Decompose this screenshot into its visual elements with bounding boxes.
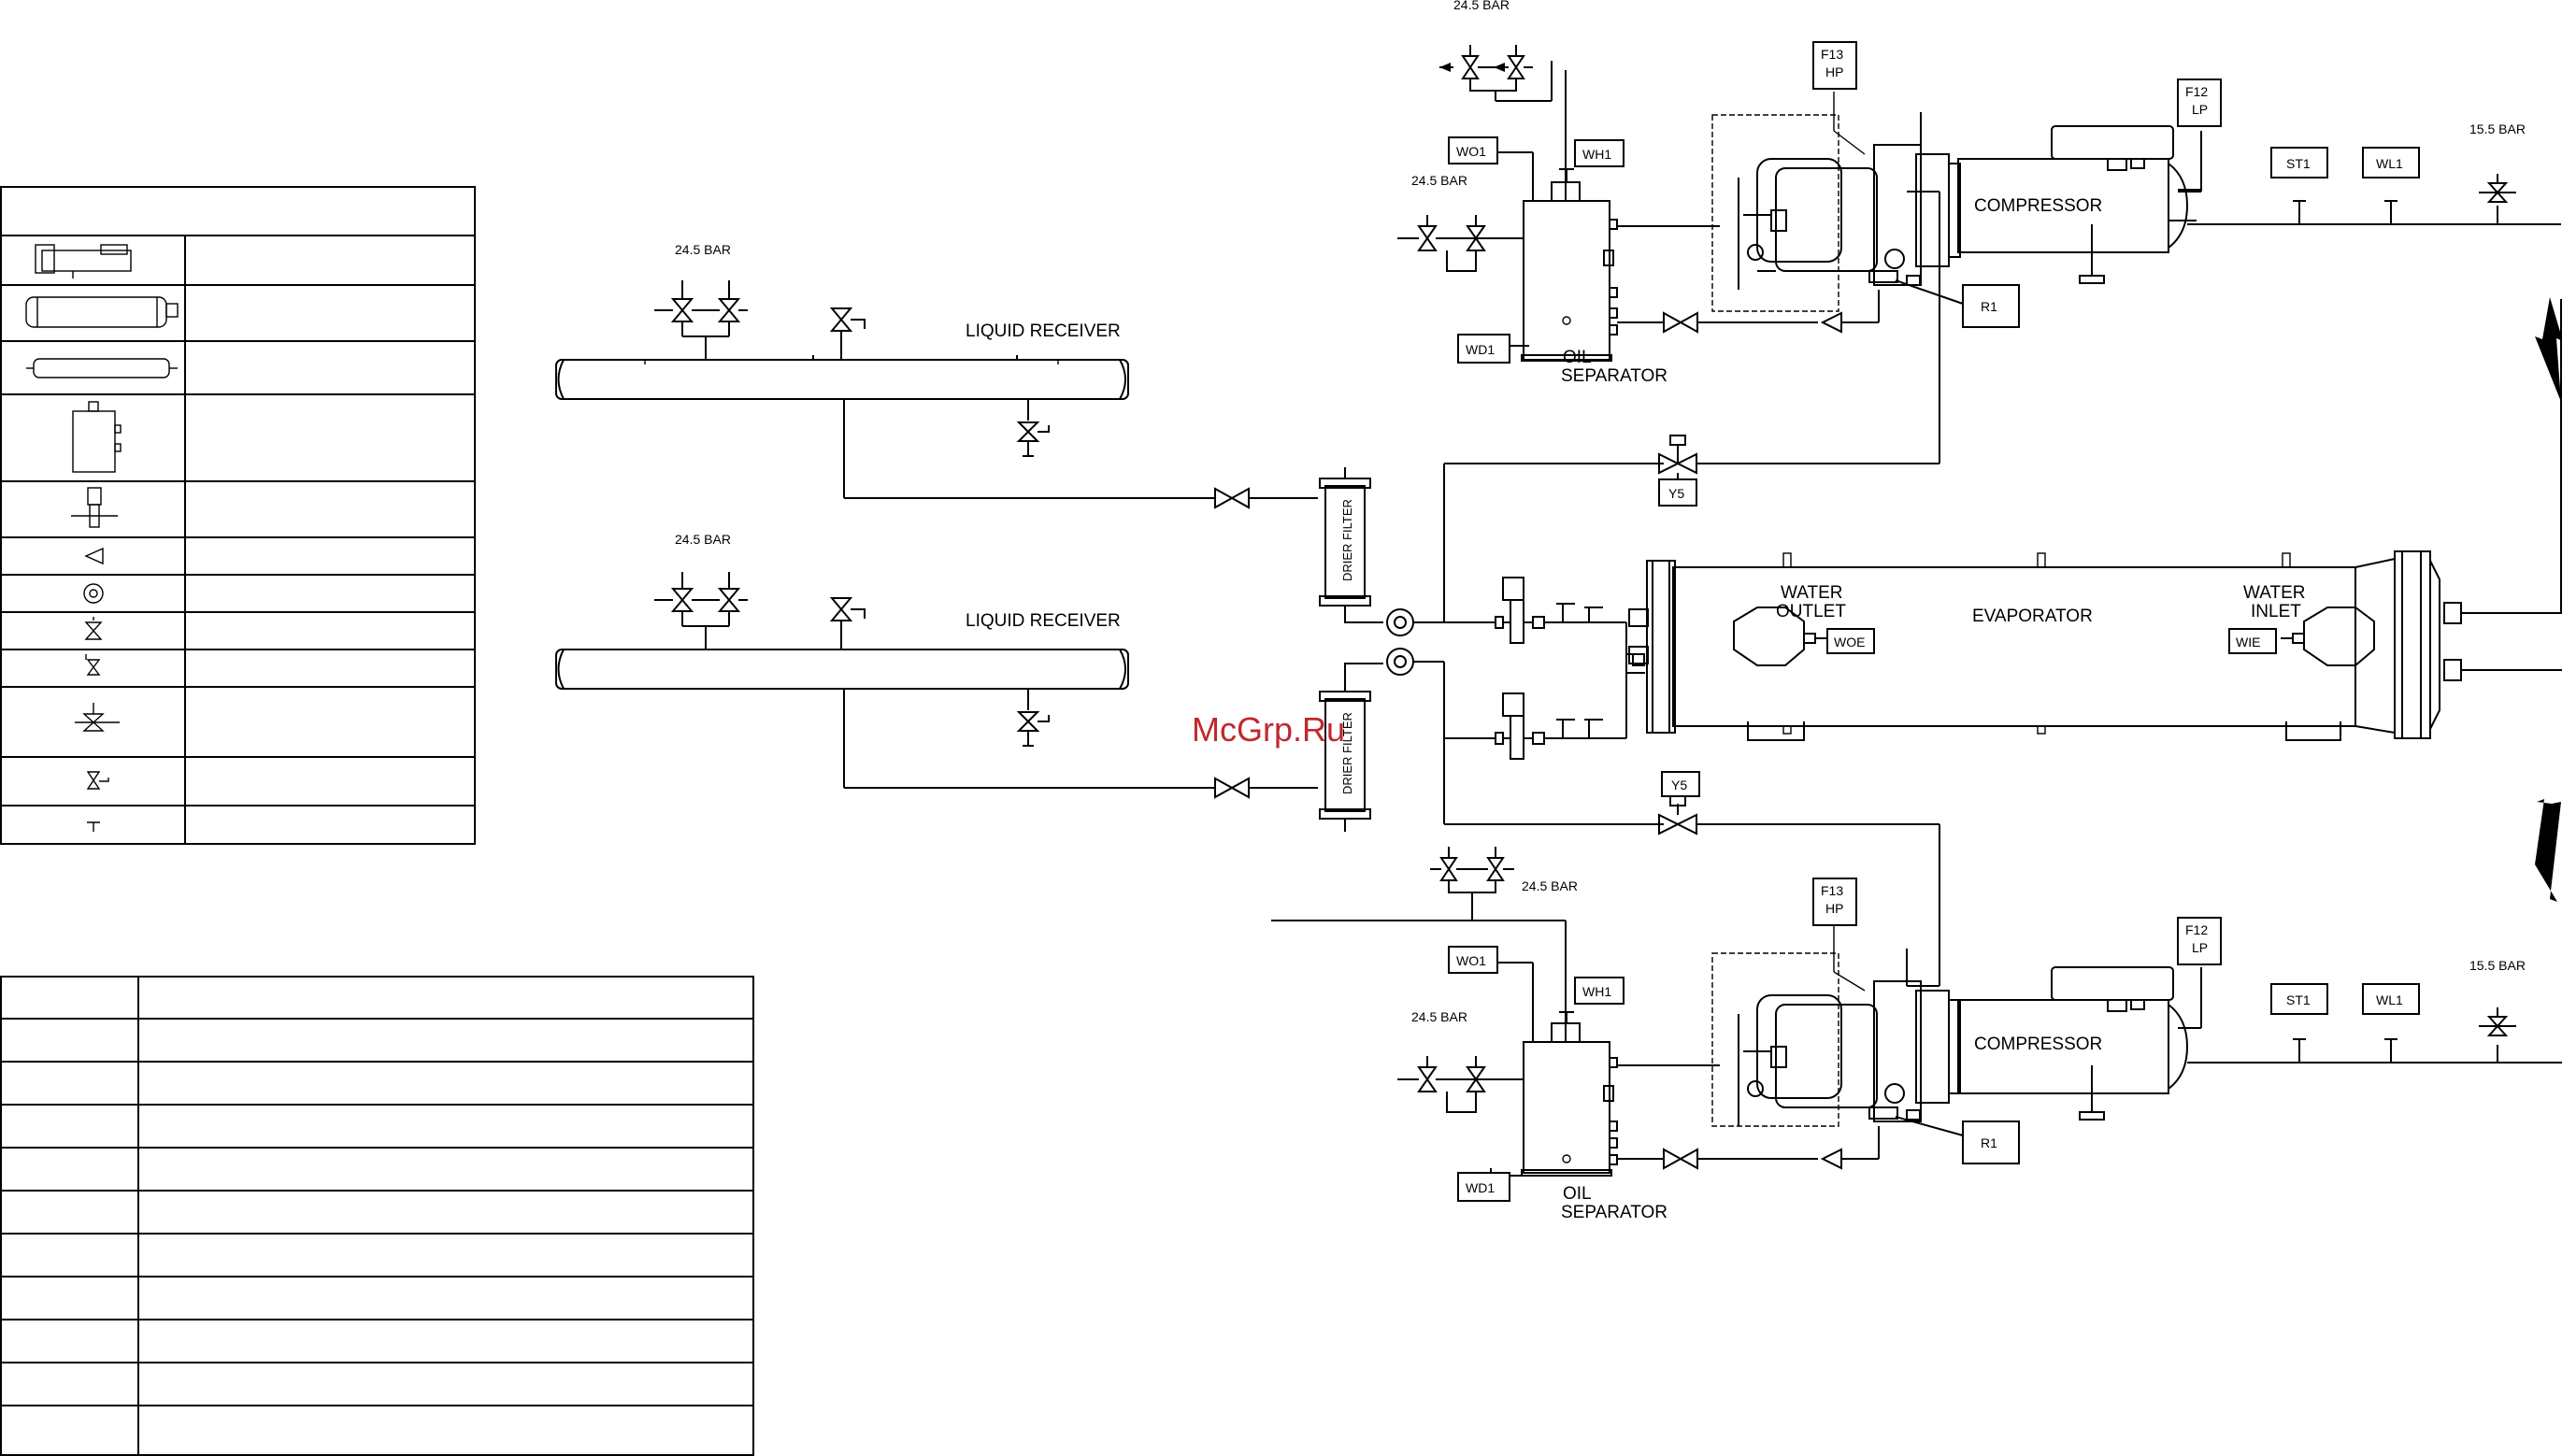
tag-wo1-lower: WO1 [1448, 946, 1498, 974]
svg-text:F12: F12 [2185, 922, 2208, 937]
svg-text:ST1: ST1 [2286, 992, 2311, 1007]
tag-f12-lower: F12 LP [2177, 917, 2222, 965]
legend-table [0, 186, 476, 845]
svg-text:WL1: WL1 [2376, 156, 2403, 171]
svg-text:R1: R1 [1981, 299, 1997, 314]
notes-table [0, 976, 754, 1456]
tag-wl1-lower: WL1 [2362, 983, 2420, 1015]
pressure-upper-side: 24.5 BAR [1411, 173, 1467, 188]
water-outlet-label-1: WATER [1781, 583, 1843, 603]
svg-text:Y5: Y5 [1671, 778, 1687, 792]
svg-text:WH1: WH1 [1582, 147, 1611, 162]
svg-text:R1: R1 [1981, 1135, 1997, 1150]
tag-wl1-upper: WL1 [2362, 147, 2420, 178]
legend-solenoid-valve-icon [71, 487, 118, 528]
compressor-lower-label: COMPRESSOR [1974, 1035, 2102, 1054]
pressure-lower-side: 24.5 BAR [1411, 1009, 1467, 1024]
tag-f13-lower: F13 HP [1812, 878, 1857, 926]
svg-text:WH1: WH1 [1582, 984, 1611, 999]
svg-text:HP: HP [1825, 901, 1843, 916]
svg-text:HP: HP [1825, 64, 1843, 79]
legend-check-valve-icon [84, 547, 104, 565]
svg-text:ST1: ST1 [2286, 156, 2311, 171]
oil-separator-upper-label-2: SEPARATOR [1561, 366, 1667, 386]
liquid-receiver-1 [555, 280, 1215, 499]
svg-text:WOE: WOE [1834, 635, 1865, 649]
oil-separator-lower-label-1: OIL [1563, 1184, 1592, 1204]
upper-compressor-circuit [1397, 45, 2561, 479]
tag-st1-lower: ST1 [2270, 983, 2328, 1015]
woe-tag: WOE [1826, 628, 1875, 654]
svg-text:WD1: WD1 [1466, 1180, 1495, 1195]
svg-text:LP: LP [2192, 102, 2208, 117]
pressure-lower-top: 24.5 BAR [1522, 878, 1578, 893]
pressure-upper-suction: 15.5 BAR [2469, 121, 2526, 136]
water-inlet-label-2: INLET [2251, 602, 2301, 621]
svg-text:WL1: WL1 [2376, 992, 2403, 1007]
liquid-line-to-evaporator [1344, 463, 1664, 825]
legend-safety-valve-icon [86, 771, 109, 790]
flow-arrow-down-icon [2535, 799, 2561, 902]
evaporator-label: EVAPORATOR [1972, 607, 2093, 626]
lower-compressor-circuit [1271, 795, 2562, 1177]
svg-text:WD1: WD1 [1466, 342, 1495, 357]
legend-expansion-valve-icon [75, 703, 120, 732]
water-outlet-label-2: OUTLET [1776, 602, 1846, 621]
water-inlet-label-1: WATER [2243, 583, 2306, 603]
legend-condenser-icon [25, 296, 179, 328]
tag-st1-upper: ST1 [2270, 147, 2328, 178]
legend-receiver-icon [26, 358, 178, 378]
liquid-receiver-2-label: LIQUID RECEIVER [966, 611, 1121, 631]
shutoff-valve-line-2 [1214, 777, 1318, 799]
tag-f13-upper: F13 HP [1812, 41, 1857, 90]
tag-r1-lower: R1 [1962, 1121, 2020, 1164]
tag-wd1-lower: WD1 [1457, 1172, 1510, 1202]
pressure-lower-suction: 15.5 BAR [2469, 958, 2526, 973]
evaporator [1628, 550, 2562, 741]
oil-separator-upper-label-1: OIL [1563, 348, 1592, 367]
svg-text:LP: LP [2192, 940, 2208, 955]
tag-y5-upper: Y5 [1658, 478, 1697, 507]
liquid-receiver-2 [555, 572, 1215, 789]
tag-f12-upper: F12 LP [2177, 79, 2222, 127]
liquid-receiver-1-label: LIQUID RECEIVER [966, 321, 1121, 341]
legend-oil-separator-icon [72, 401, 122, 473]
liquid-receiver-1-pressure: 24.5 BAR [675, 242, 731, 257]
svg-text:F13: F13 [1821, 47, 1843, 62]
svg-text:Y5: Y5 [1668, 486, 1684, 501]
tag-wd1-upper: WD1 [1457, 334, 1510, 364]
legend-access-port-icon [87, 821, 100, 832]
tag-r1-upper: R1 [1962, 284, 2020, 328]
flow-arrow-up-icon [2535, 297, 2562, 402]
drier-filter-1-label: DRIER FILTER [1340, 499, 1354, 581]
tag-y5-lower: Y5 [1661, 771, 1700, 797]
oil-separator-lower-label-2: SEPARATOR [1561, 1203, 1667, 1222]
pressure-upper-top: 24.5 BAR [1453, 0, 1510, 12]
watermark: McGrp.Ru [1192, 710, 1345, 749]
legend-angle-valve-icon [84, 617, 103, 640]
legend-service-valve-icon [85, 654, 101, 676]
tag-wo1-upper: WO1 [1448, 136, 1498, 164]
svg-text:WIE: WIE [2236, 635, 2260, 649]
legend-compressor-icon [35, 244, 132, 278]
legend-sight-glass-icon [83, 583, 104, 604]
svg-text:WO1: WO1 [1456, 144, 1486, 159]
liquid-receiver-2-pressure: 24.5 BAR [675, 532, 731, 547]
svg-text:F12: F12 [2185, 84, 2208, 99]
compressor-upper-label: COMPRESSOR [1974, 196, 2102, 216]
tag-wh1-lower: WH1 [1574, 977, 1625, 1005]
wie-tag: WIE [2228, 628, 2277, 654]
drier-filter-2-label: DRIER FILTER [1340, 712, 1354, 794]
svg-text:F13: F13 [1821, 883, 1843, 898]
flow-up-arrow-icon [2560, 299, 2562, 1056]
svg-text:WO1: WO1 [1456, 953, 1486, 968]
shutoff-valve-line-1 [1214, 487, 1318, 509]
tag-wh1-upper: WH1 [1574, 139, 1625, 167]
